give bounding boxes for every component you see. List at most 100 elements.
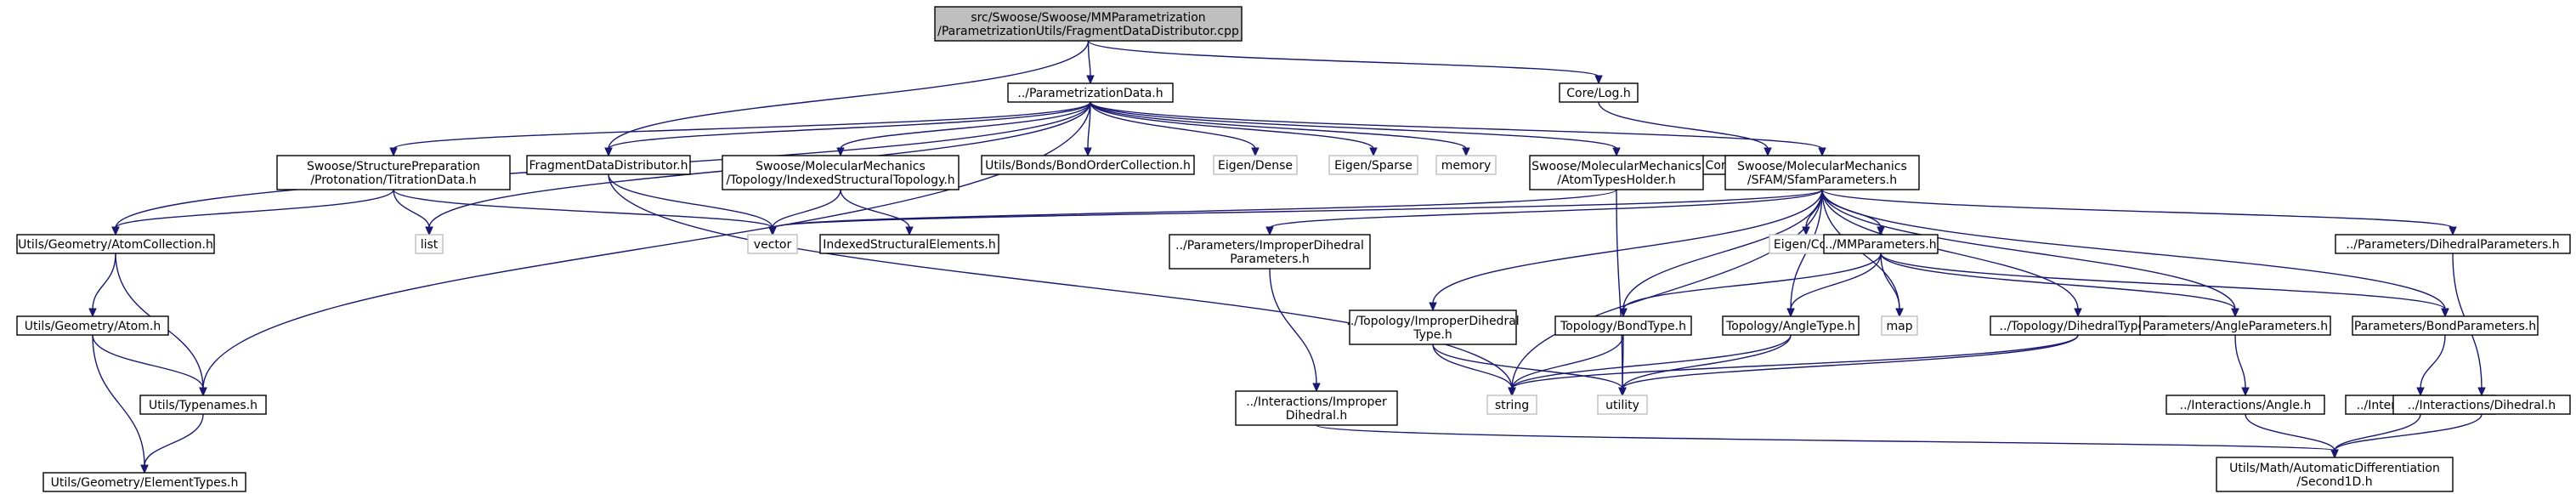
node-dihtype[interactable]: ../Topology/DihedralType.h [1990,315,2166,336]
node-second1d[interactable]: Utils/Math/AutomaticDifferentiation/Seco… [2216,457,2454,492]
node-impdihint[interactable]: ../Interactions/ImproperDihedral.h [1235,390,1398,426]
node-box [1881,315,1918,336]
node-label: list [421,238,439,252]
edge-mmparams-angleparams [1880,253,2236,310]
node-box [819,234,999,254]
node-dihparams[interactable]: ../Parameters/DihedralParameters.h [2335,234,2571,254]
node-box [1559,82,1639,103]
edge-arrowhead [1802,226,1810,236]
node-label: ../Topology/DihedralType.h [2000,320,2157,333]
edge-dihtype-utility [1622,334,2079,389]
edge-angletype-utility [1622,334,1792,389]
node-box [2166,395,2325,415]
node-label: IndexedStructuralElements.h [823,238,995,252]
edge-arrowhead [2416,387,2425,397]
node-bondtype[interactable]: Topology/BondType.h [1554,315,1692,336]
edge-angletype-string [1511,334,1792,389]
node-angleparams[interactable]: Parameters/AngleParameters.h [2139,315,2331,336]
node-label: ../Topology/ImproperDihedral [1346,315,1519,328]
edge-arrowhead [140,464,149,474]
node-label: ../Parameters/DihedralParameters.h [2346,238,2559,252]
node-atom[interactable]: Utils/Geometry/Atom.h [16,315,169,336]
node-label: ../Interactions/Dihedral.h [2408,399,2556,412]
edge-arrowhead [1369,147,1378,157]
node-bondorder[interactable]: Utils/Bonds/BondOrderCollection.h [981,155,1195,175]
node-bondparams[interactable]: Parameters/BondParameters.h [2352,315,2539,336]
node-label: Topology/AngleType.h [1725,320,1855,333]
node-box [722,155,960,190]
node-atomcoll[interactable]: Utils/Geometry/AtomCollection.h [16,234,215,254]
edge-impdihint-second1d [1316,424,2335,451]
edge-pdata-eigendense [1090,101,1256,150]
edge-bondparams-bondint [2420,334,2446,389]
node-titration[interactable]: Swoose/StructurePreparation/Protonation/… [276,155,511,190]
node-vector: vector [747,234,798,254]
edge-arrowhead [1429,302,1437,312]
node-label: /Second1D.h [2296,475,2372,489]
edge-titration-list [393,189,430,229]
edge-sfam-angleparams [1821,189,2236,310]
node-list: list [415,234,444,254]
node-typenames[interactable]: Utils/Typenames.h [139,395,267,415]
node-ise[interactable]: IndexedStructuralElements.h [819,234,999,254]
edge-root-fdd [608,40,1090,150]
node-label: Eigen/Dense [1218,159,1293,173]
node-label: FragmentDataDistributor.h [529,159,688,173]
edges-layer [88,40,2486,474]
edge-arrowhead [1462,147,1470,157]
edge-fdd-vector [608,173,773,229]
node-angleint[interactable]: ../Interactions/Angle.h [2166,395,2325,415]
edge-dihint-second1d [2334,413,2483,451]
node-box [16,234,215,254]
node-label: ../Interactions/Angle.h [2180,399,2312,412]
node-root[interactable]: src/Swoose/Swoose/MMParametrization/Para… [934,6,1243,42]
node-box [981,155,1195,175]
node-eigensparse: Eigen/Sparse [1328,155,1418,175]
node-ist[interactable]: Swoose/MolecularMechanics/Topology/Index… [722,155,960,190]
node-label: Swoose/MolecularMechanics [756,160,926,173]
node-map: map [1881,315,1918,336]
node-box [42,472,246,492]
node-box [2392,395,2571,415]
edge-pdata-memory [1090,101,1467,150]
node-label: Parameters.h [1230,253,1309,266]
node-log[interactable]: Core/Log.h [1559,82,1639,103]
node-box [1486,395,1537,415]
edge-impdihparams-impdihint [1269,268,1317,385]
edge-root-log [1087,40,1599,77]
edge-bondtype-string [1511,334,1624,389]
edge-pdata-fdd [608,101,1091,150]
node-pdata[interactable]: ../ParametrizationData.h [1007,82,1174,103]
node-label: map [1886,320,1912,333]
node-utility: utility [1597,395,1648,415]
edge-arrowhead [1594,75,1603,85]
node-box [1349,309,1517,345]
edge-sfam-bondparams [1821,189,2446,310]
node-label: Utils/Typenames.h [149,399,258,412]
edge-arrowhead [1612,147,1621,157]
node-elemtypes[interactable]: Utils/Geometry/ElementTypes.h [42,472,246,492]
node-box [139,395,267,415]
node-fdd[interactable]: FragmentDataDistributor.h [526,155,691,175]
node-sfam[interactable]: Swoose/MolecularMechanics/SFAM/SfamParam… [1724,155,1920,190]
edge-ist-vector [772,189,841,229]
node-mmparams[interactable]: ../MMParameters.h [1823,234,1939,254]
edge-arrowhead [2477,387,2486,397]
node-dihint[interactable]: ../Interactions/Dihedral.h [2392,395,2571,415]
node-box [1823,234,1939,254]
node-angletype[interactable]: Topology/AngleType.h [1722,315,1860,336]
edge-atom-elemtypes [92,334,145,467]
edge-sfam-bondtype [1622,189,1823,310]
node-box [1435,155,1497,175]
node-impdihparams[interactable]: ../Parameters/ImproperDihedralParameters… [1169,234,1371,270]
node-box [934,6,1243,42]
edge-typenames-elemtypes [144,413,204,467]
node-label: Swoose/MolecularMechanics [1737,160,1907,173]
edge-mmparams-bondparams [1880,253,2446,310]
edge-arrowhead [1086,75,1095,85]
node-label: ../Parameters/ImproperDihedral [1175,239,1364,253]
node-box [1213,155,1298,175]
node-atomtypes[interactable]: Swoose/MolecularMechanics/AtomTypesHolde… [1529,155,1704,190]
